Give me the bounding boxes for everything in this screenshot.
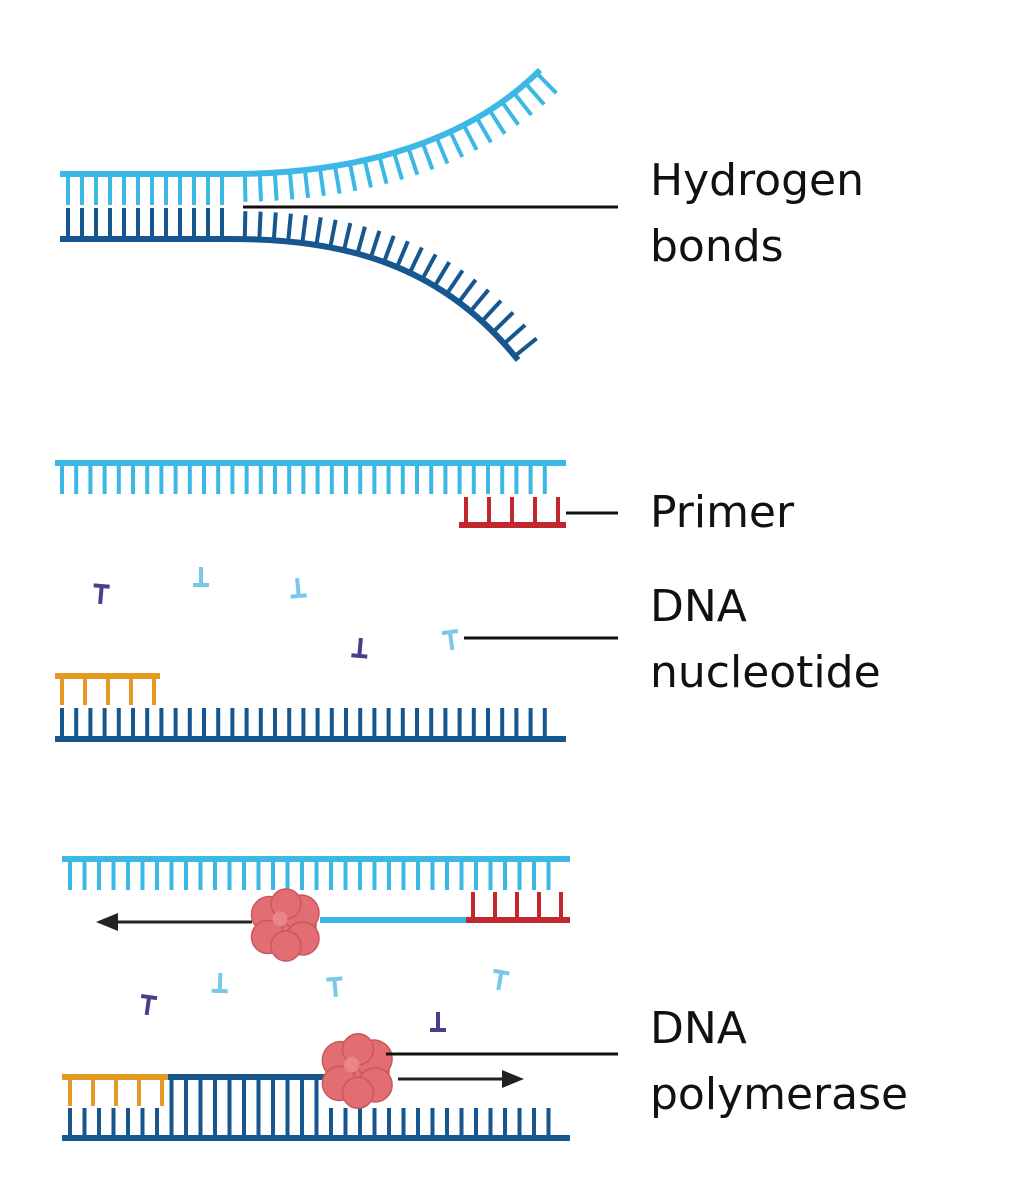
dna-polymerase-label-line1: DNA [650,1003,747,1054]
panel-polymerase [62,856,618,1141]
base-tick [347,162,358,192]
base-tick [300,215,308,244]
base-tick [318,167,326,197]
base-tick [286,213,293,242]
base-tick [457,278,478,304]
base-tick [242,211,248,240]
template-strand-dark [55,708,566,742]
base-tick [500,100,520,126]
base-tick [302,169,311,199]
base-tick [420,253,438,281]
dna-nucleotide-label-line2: nucleotide [650,647,881,698]
primer-strand-orange [62,1074,168,1106]
primer-label: Primer [650,480,794,546]
base-tick [382,235,396,263]
base-tick [448,130,465,158]
base-tick [328,219,338,248]
base-tick [461,124,479,151]
base-tick [257,173,264,202]
base-tick [342,222,353,251]
nucleotide [93,583,110,605]
template-strand-dark [60,208,538,362]
nucleotide [140,993,158,1016]
panel-hydrogen-bonds [60,67,618,362]
base-tick [480,299,503,323]
base-tick [491,310,515,334]
base-tick [362,159,373,188]
nucleotide [441,628,459,651]
nucleotide [493,968,510,991]
dna-polymerase-enzyme [321,1033,393,1109]
base-tick [395,240,410,268]
free-nucleotides [93,567,459,659]
base-tick [271,212,278,241]
base-tick [333,165,342,194]
base-tick [242,173,248,202]
template-strand-light [55,460,566,494]
base-tick [487,109,507,135]
synthesis-arrow-left [96,913,252,931]
hydrogen-bonds-label: Hydrogen bonds [650,148,864,280]
nucleotide [193,567,209,587]
base-tick [377,156,389,185]
base-tick [314,217,323,246]
synthesis-arrow-right [398,1070,524,1088]
base-tick [368,230,382,259]
nucleotide [351,637,368,659]
dna-polymerase-label: DNA polymerase [650,996,908,1128]
dna-polymerase-label-line2: polymerase [650,1069,909,1120]
nucleotide [211,972,228,994]
base-tick [407,246,424,274]
primer-strand-red [459,497,566,528]
base-tick [434,136,450,165]
dna-nucleotide-label-line1: DNA [650,581,747,632]
base-tick [420,142,435,171]
nucleotide [430,1012,446,1032]
free-nucleotides [140,968,510,1032]
template-strand-light [62,856,570,923]
base-tick [513,336,538,358]
primer-label-line1: Primer [650,487,795,538]
nucleotide [326,976,343,998]
base-tick [406,147,420,176]
template-strand-light [60,67,558,205]
base-tick [355,226,367,255]
panel-primer [55,460,618,742]
base-tick [445,269,465,295]
base-tick [502,323,527,346]
dna-nucleotide-label: DNA nucleotide [650,574,881,706]
base-tick [468,288,490,313]
primer-strand-red [466,892,570,923]
primer-strand-orange [55,673,160,705]
base-tick [433,261,451,288]
nucleotide [290,577,307,599]
base-tick [257,211,263,240]
base-tick [475,116,493,144]
hydrogen-bonds-label-line2: bonds [650,221,784,272]
base-tick [287,171,295,200]
base-tick [272,172,279,201]
base-tick [524,82,546,106]
base-tick [392,152,404,181]
dna-polymerase-enzyme [250,888,320,962]
base-tick [535,71,558,95]
template-strand-dark [62,1077,570,1141]
base-tick [512,91,533,117]
hydrogen-bonds-label-line1: Hydrogen [650,155,864,206]
